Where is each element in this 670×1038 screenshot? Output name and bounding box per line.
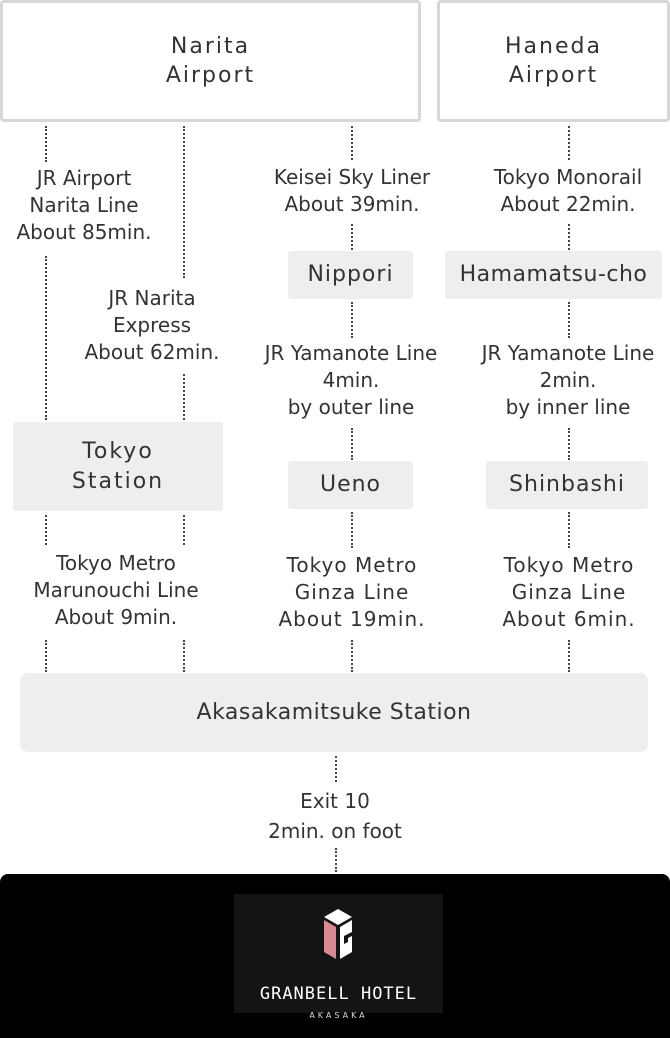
connector-line: [351, 428, 353, 460]
connector-line: [351, 224, 353, 250]
connector-line: [351, 512, 353, 548]
route-jr-yamanote-outer: JR Yamanote Line 4min. by outer line: [264, 341, 438, 419]
station-akasakamitsuke: Akasakamitsuke Station: [20, 673, 648, 752]
connector-line: [45, 640, 47, 672]
connector-line: [183, 515, 185, 545]
connector-line: [568, 224, 570, 250]
station-tokyo: Tokyo Station: [13, 422, 223, 511]
hotel-footer: GRANBELL HOTEL AKASAKA: [0, 874, 670, 1038]
connector-line: [335, 756, 337, 782]
connector-line: [183, 640, 185, 672]
hotel-location: AKASAKA: [309, 1011, 368, 1020]
connector-line: [183, 126, 185, 278]
route-ginza-line-19: Tokyo Metro Ginza Line About 19min.: [278, 553, 426, 631]
hotel-name: GRANBELL HOTEL: [259, 984, 418, 1004]
narita-airport-line1: Narita: [170, 34, 251, 59]
connector-line: [45, 515, 47, 545]
narita-airport: Narita Airport: [0, 0, 421, 122]
station-hamamatsucho: Hamamatsu-cho: [445, 251, 662, 299]
route-exit-10-walk: Exit 10 2min. on foot: [268, 789, 402, 843]
haneda-airport: Haneda Airport: [437, 0, 670, 122]
route-jr-narita-express: JR Narita Express About 62min.: [84, 286, 220, 364]
connector-line: [351, 640, 353, 672]
narita-airport-line2: Airport: [165, 63, 256, 88]
connector-line: [45, 256, 47, 420]
connector-line: [351, 126, 353, 160]
connector-line: [568, 302, 570, 338]
connector-line: [568, 126, 570, 160]
connector-line: [568, 428, 570, 460]
route-keisei-sky-liner: Keisei Sky Liner About 39min.: [273, 165, 431, 216]
haneda-airport-line2: Airport: [508, 63, 599, 88]
route-jr-airport-narita-line: JR Airport Narita Line About 85min.: [16, 166, 152, 244]
connector-line: [335, 848, 337, 872]
connector-line: [45, 126, 47, 162]
connector-line: [183, 374, 185, 420]
route-marunouchi-line: Tokyo Metro Marunouchi Line About 9min.: [33, 551, 199, 629]
connector-line: [568, 640, 570, 672]
connector-line: [351, 302, 353, 338]
connector-line: [568, 512, 570, 548]
route-ginza-line-6: Tokyo Metro Ginza Line About 6min.: [502, 553, 636, 631]
hotel-logo: GRANBELL HOTEL AKASAKA: [234, 894, 443, 1020]
station-nippori: Nippori: [288, 251, 413, 299]
haneda-airport-line1: Haneda: [505, 34, 602, 59]
station-shinbashi: Shinbashi: [486, 461, 648, 509]
station-ueno: Ueno: [288, 461, 413, 509]
hotel-logo-icon: [324, 909, 352, 959]
route-tokyo-monorail: Tokyo Monorail About 22min.: [493, 165, 643, 216]
route-jr-yamanote-inner: JR Yamanote Line 2min. by inner line: [481, 341, 655, 419]
